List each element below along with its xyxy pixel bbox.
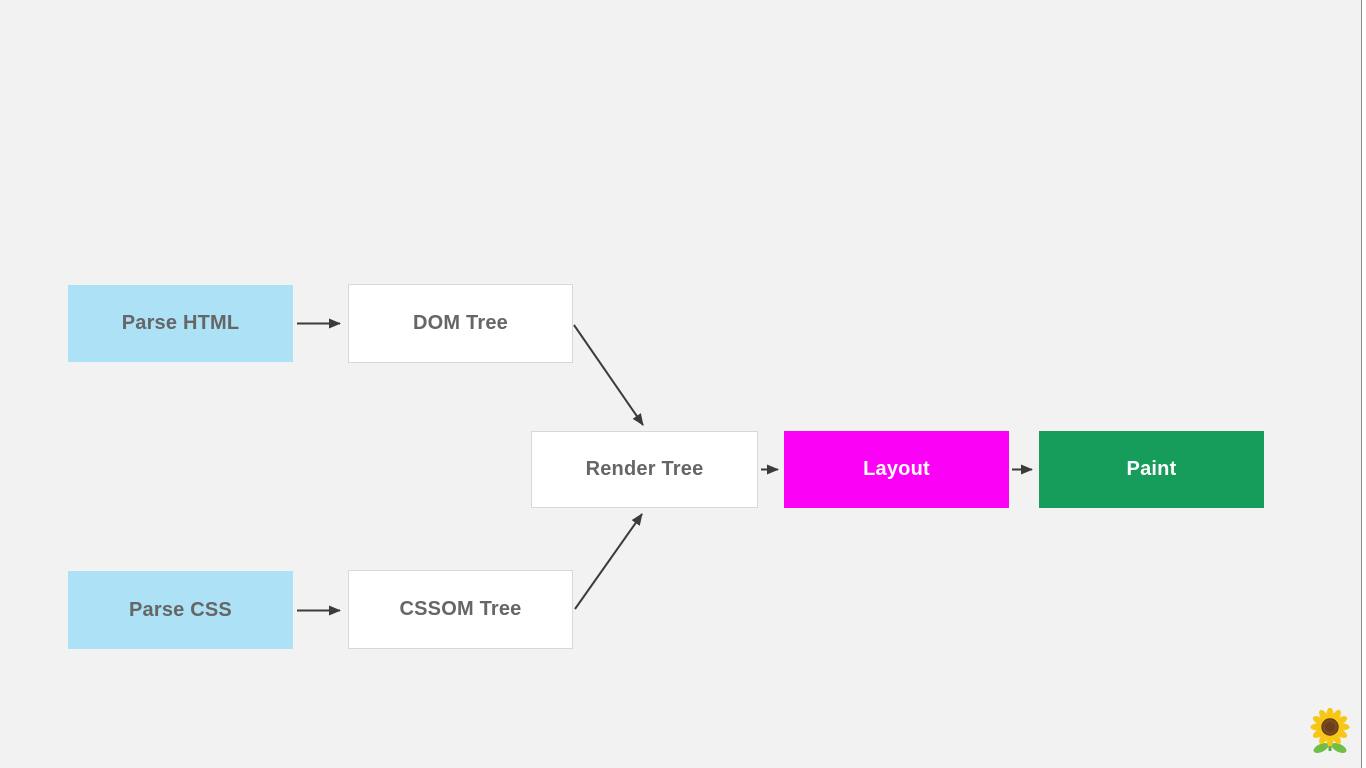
node-layout: Layout: [784, 431, 1009, 508]
node-dom-tree: DOM Tree: [348, 284, 573, 363]
node-parse-html-label: Parse HTML: [121, 312, 240, 334]
scrollbar-track[interactable]: [1361, 0, 1366, 768]
node-parse-css: Parse CSS: [68, 571, 293, 649]
node-layout-label: Layout: [863, 458, 930, 480]
edge-cssom-tree-render-tree: [574, 513, 643, 610]
node-cssom-tree: CSSOM Tree: [348, 570, 573, 649]
node-parse-html: Parse HTML: [68, 285, 293, 362]
node-parse-css-label: Parse CSS: [129, 598, 232, 621]
node-render-tree: Render Tree: [531, 431, 758, 508]
node-render-tree-label: Render Tree: [585, 458, 704, 480]
edge-dom-tree-render-tree: [573, 324, 644, 426]
node-cssom-tree-label: CSSOM Tree: [399, 598, 522, 620]
node-paint-label: Paint: [1126, 458, 1177, 480]
node-dom-tree-label: DOM Tree: [413, 312, 508, 334]
node-paint: Paint: [1039, 431, 1264, 508]
sunflower-icon: [1310, 708, 1350, 753]
